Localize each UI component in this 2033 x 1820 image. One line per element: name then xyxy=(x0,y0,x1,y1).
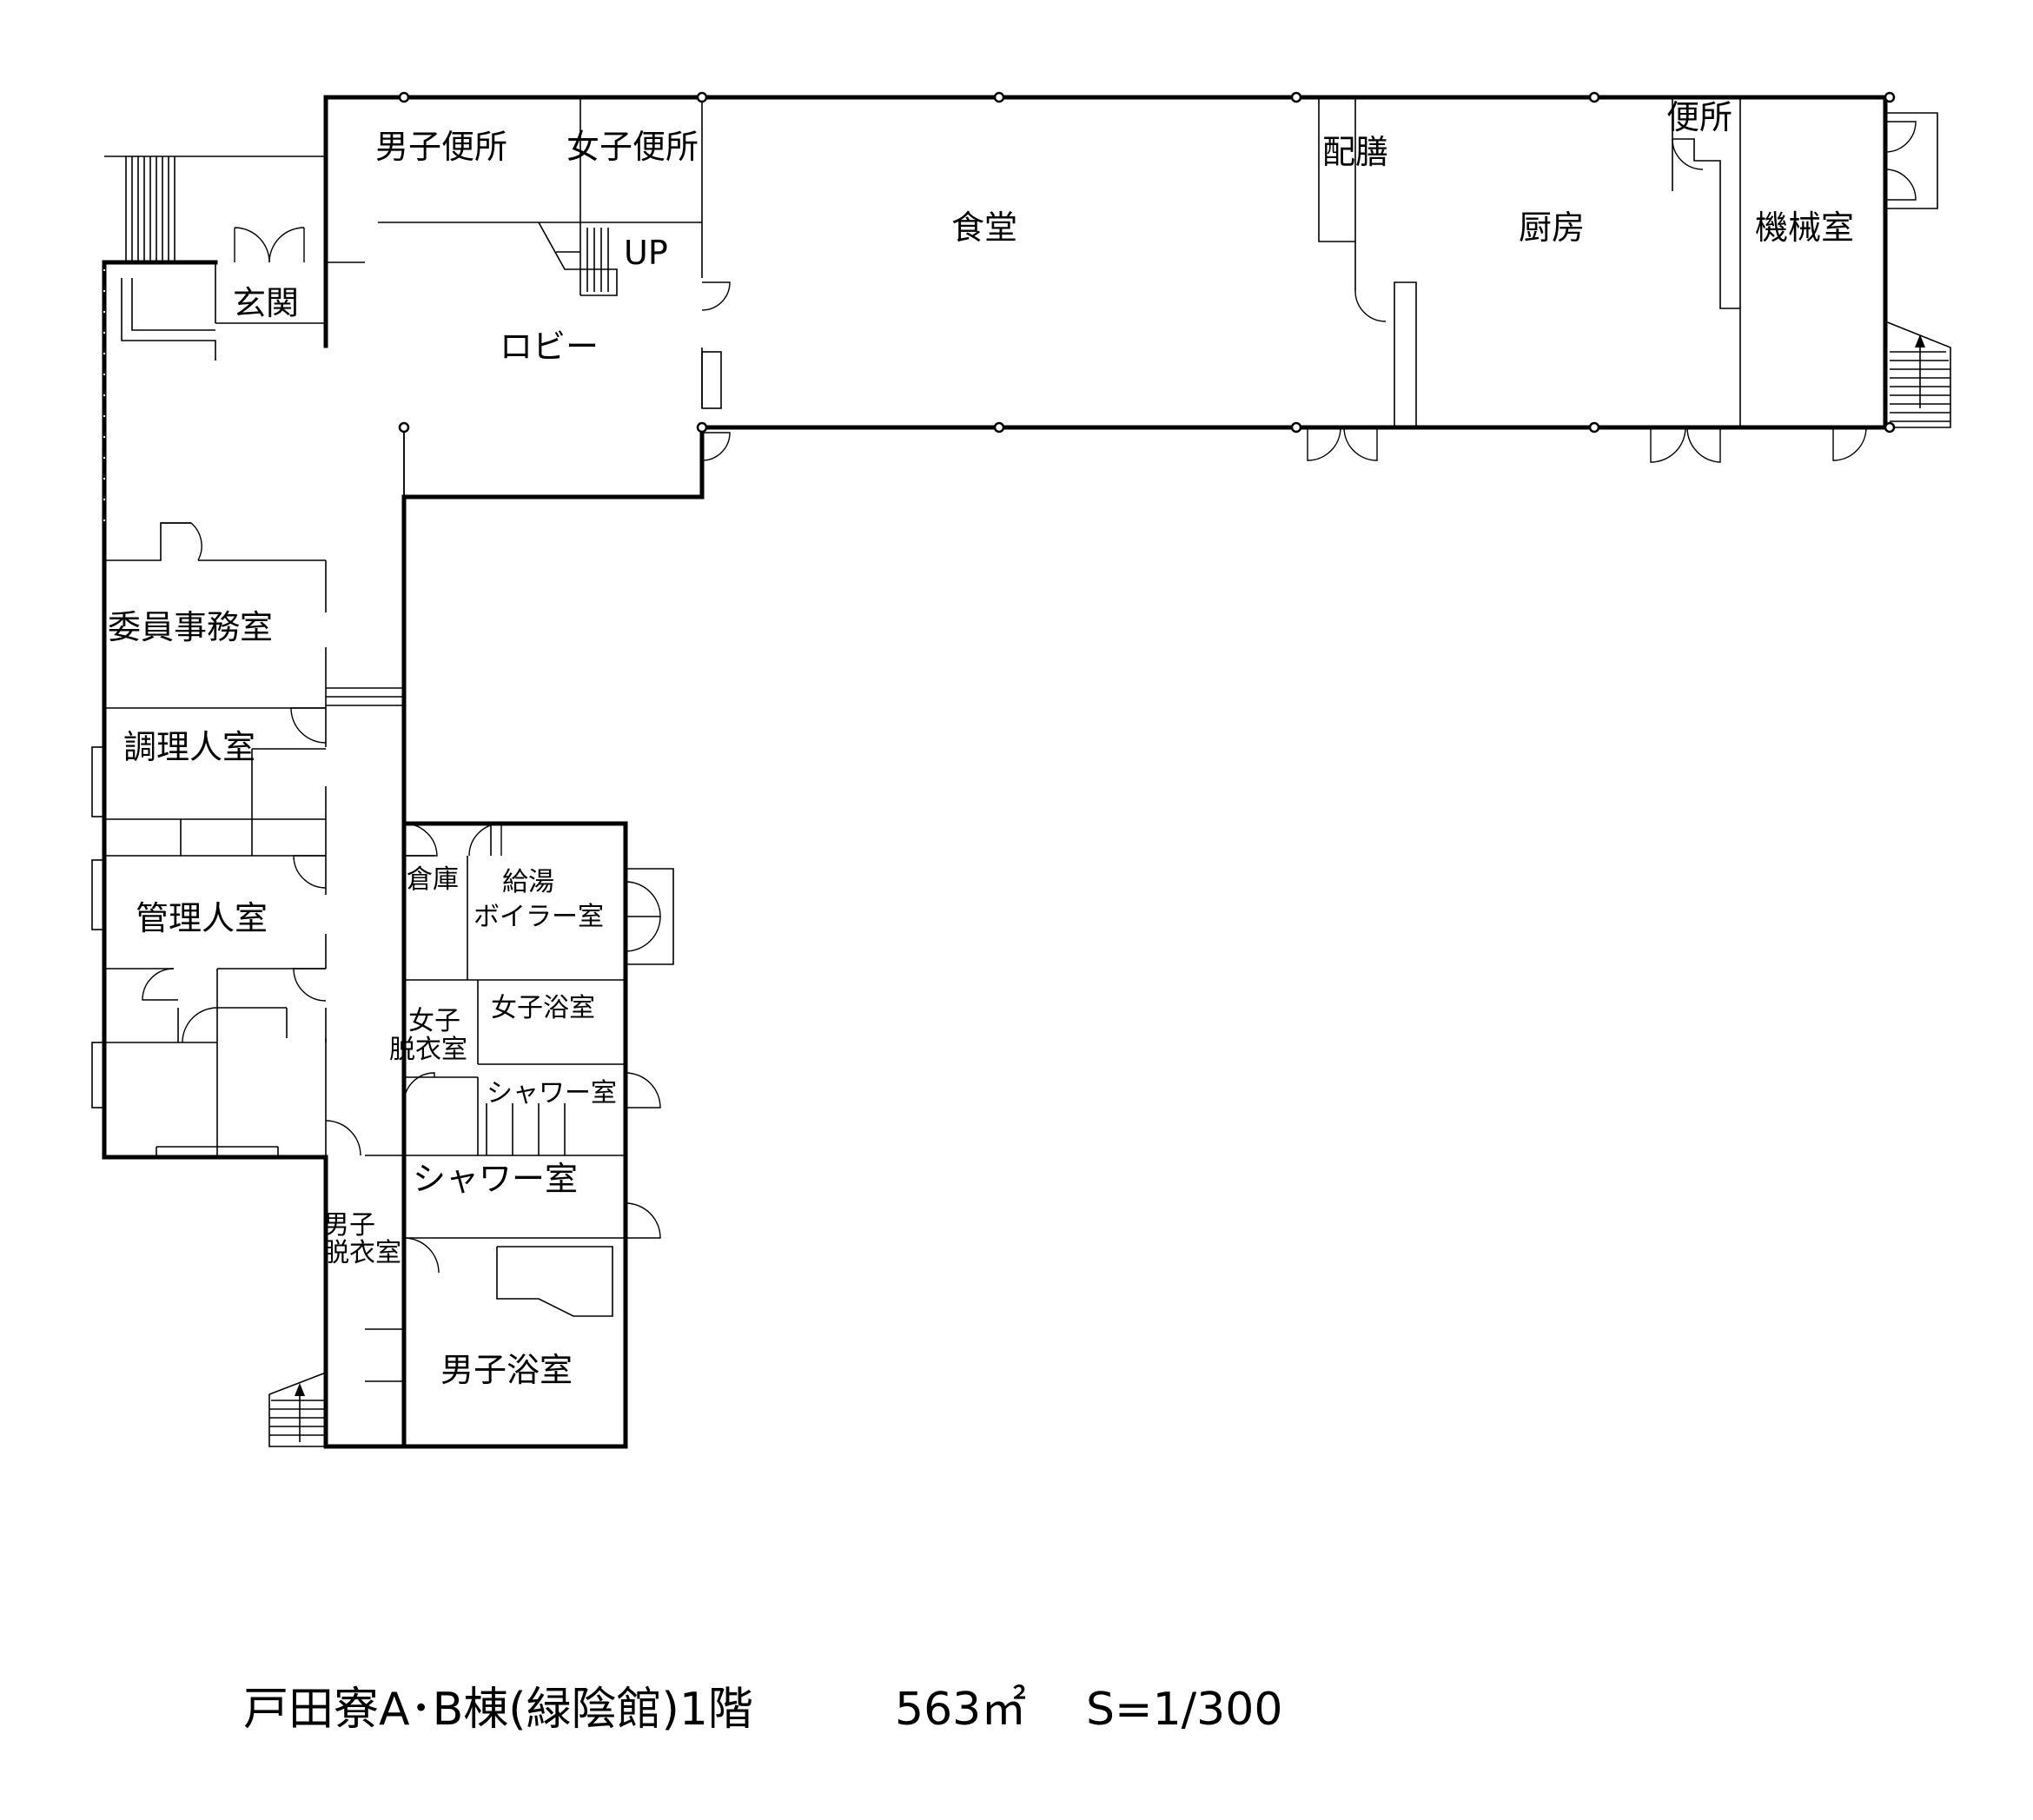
room-label-mens-bath: 男子浴室 xyxy=(440,1351,573,1389)
plan-title-area: 563㎡ xyxy=(895,1684,1026,1736)
room-label-serving: 配膳 xyxy=(1322,133,1388,171)
plan-title-name: 戸田寮A･B棟(緑陰館)1階 xyxy=(243,1684,753,1736)
room-label-mens-toilet: 男子便所 xyxy=(375,128,507,166)
room-label-machine-room: 機械室 xyxy=(1755,208,1854,247)
room-label-cook-room: 調理人室 xyxy=(123,728,255,766)
room-label-mens-changing-line1: 男子 xyxy=(323,1210,375,1241)
room-label-committee-office: 委員事務室 xyxy=(108,608,273,646)
room-labels: 男子便所 女子便所 食堂 配膳 便所 厨房 機械室 玄関 ロビー 委員事務室 調… xyxy=(108,98,1854,1389)
columns xyxy=(398,91,1896,433)
room-label-shower-large: シャワー室 xyxy=(413,1160,578,1198)
stair-arrow-icon xyxy=(1915,334,1925,347)
stair-up-label: UP xyxy=(624,234,668,272)
stair-arrow-icon xyxy=(295,1383,305,1396)
room-label-manager-room: 管理人室 xyxy=(136,899,268,937)
room-label-mens-changing-line2: 脱衣室 xyxy=(323,1238,401,1268)
doors xyxy=(142,121,1917,1274)
plan-title: 戸田寮A･B棟(緑陰館)1階 563㎡ S=1/300 xyxy=(243,1684,1282,1736)
room-label-storage: 倉庫 xyxy=(407,864,459,895)
room-label-toilet: 便所 xyxy=(1666,98,1732,136)
room-label-shower-small: シャワー室 xyxy=(487,1078,617,1109)
room-label-lobby: ロビー xyxy=(500,328,599,366)
room-label-womens-changing-line1: 女子 xyxy=(408,1006,460,1036)
room-label-boiler-line2: ボイラー室 xyxy=(473,902,604,932)
room-label-entrance: 玄関 xyxy=(233,284,299,322)
room-label-dining-hall: 食堂 xyxy=(951,208,1017,247)
room-label-kitchen: 厨房 xyxy=(1519,208,1585,247)
room-label-womens-toilet: 女子便所 xyxy=(566,128,699,166)
room-label-womens-changing-line2: 脱衣室 xyxy=(389,1035,467,1065)
interior-walls xyxy=(91,97,1951,1447)
room-label-womens-bath: 女子浴室 xyxy=(491,993,595,1023)
room-label-boiler-line1: 給湯 xyxy=(502,867,554,897)
plan-title-scale: S=1/300 xyxy=(1086,1684,1282,1736)
